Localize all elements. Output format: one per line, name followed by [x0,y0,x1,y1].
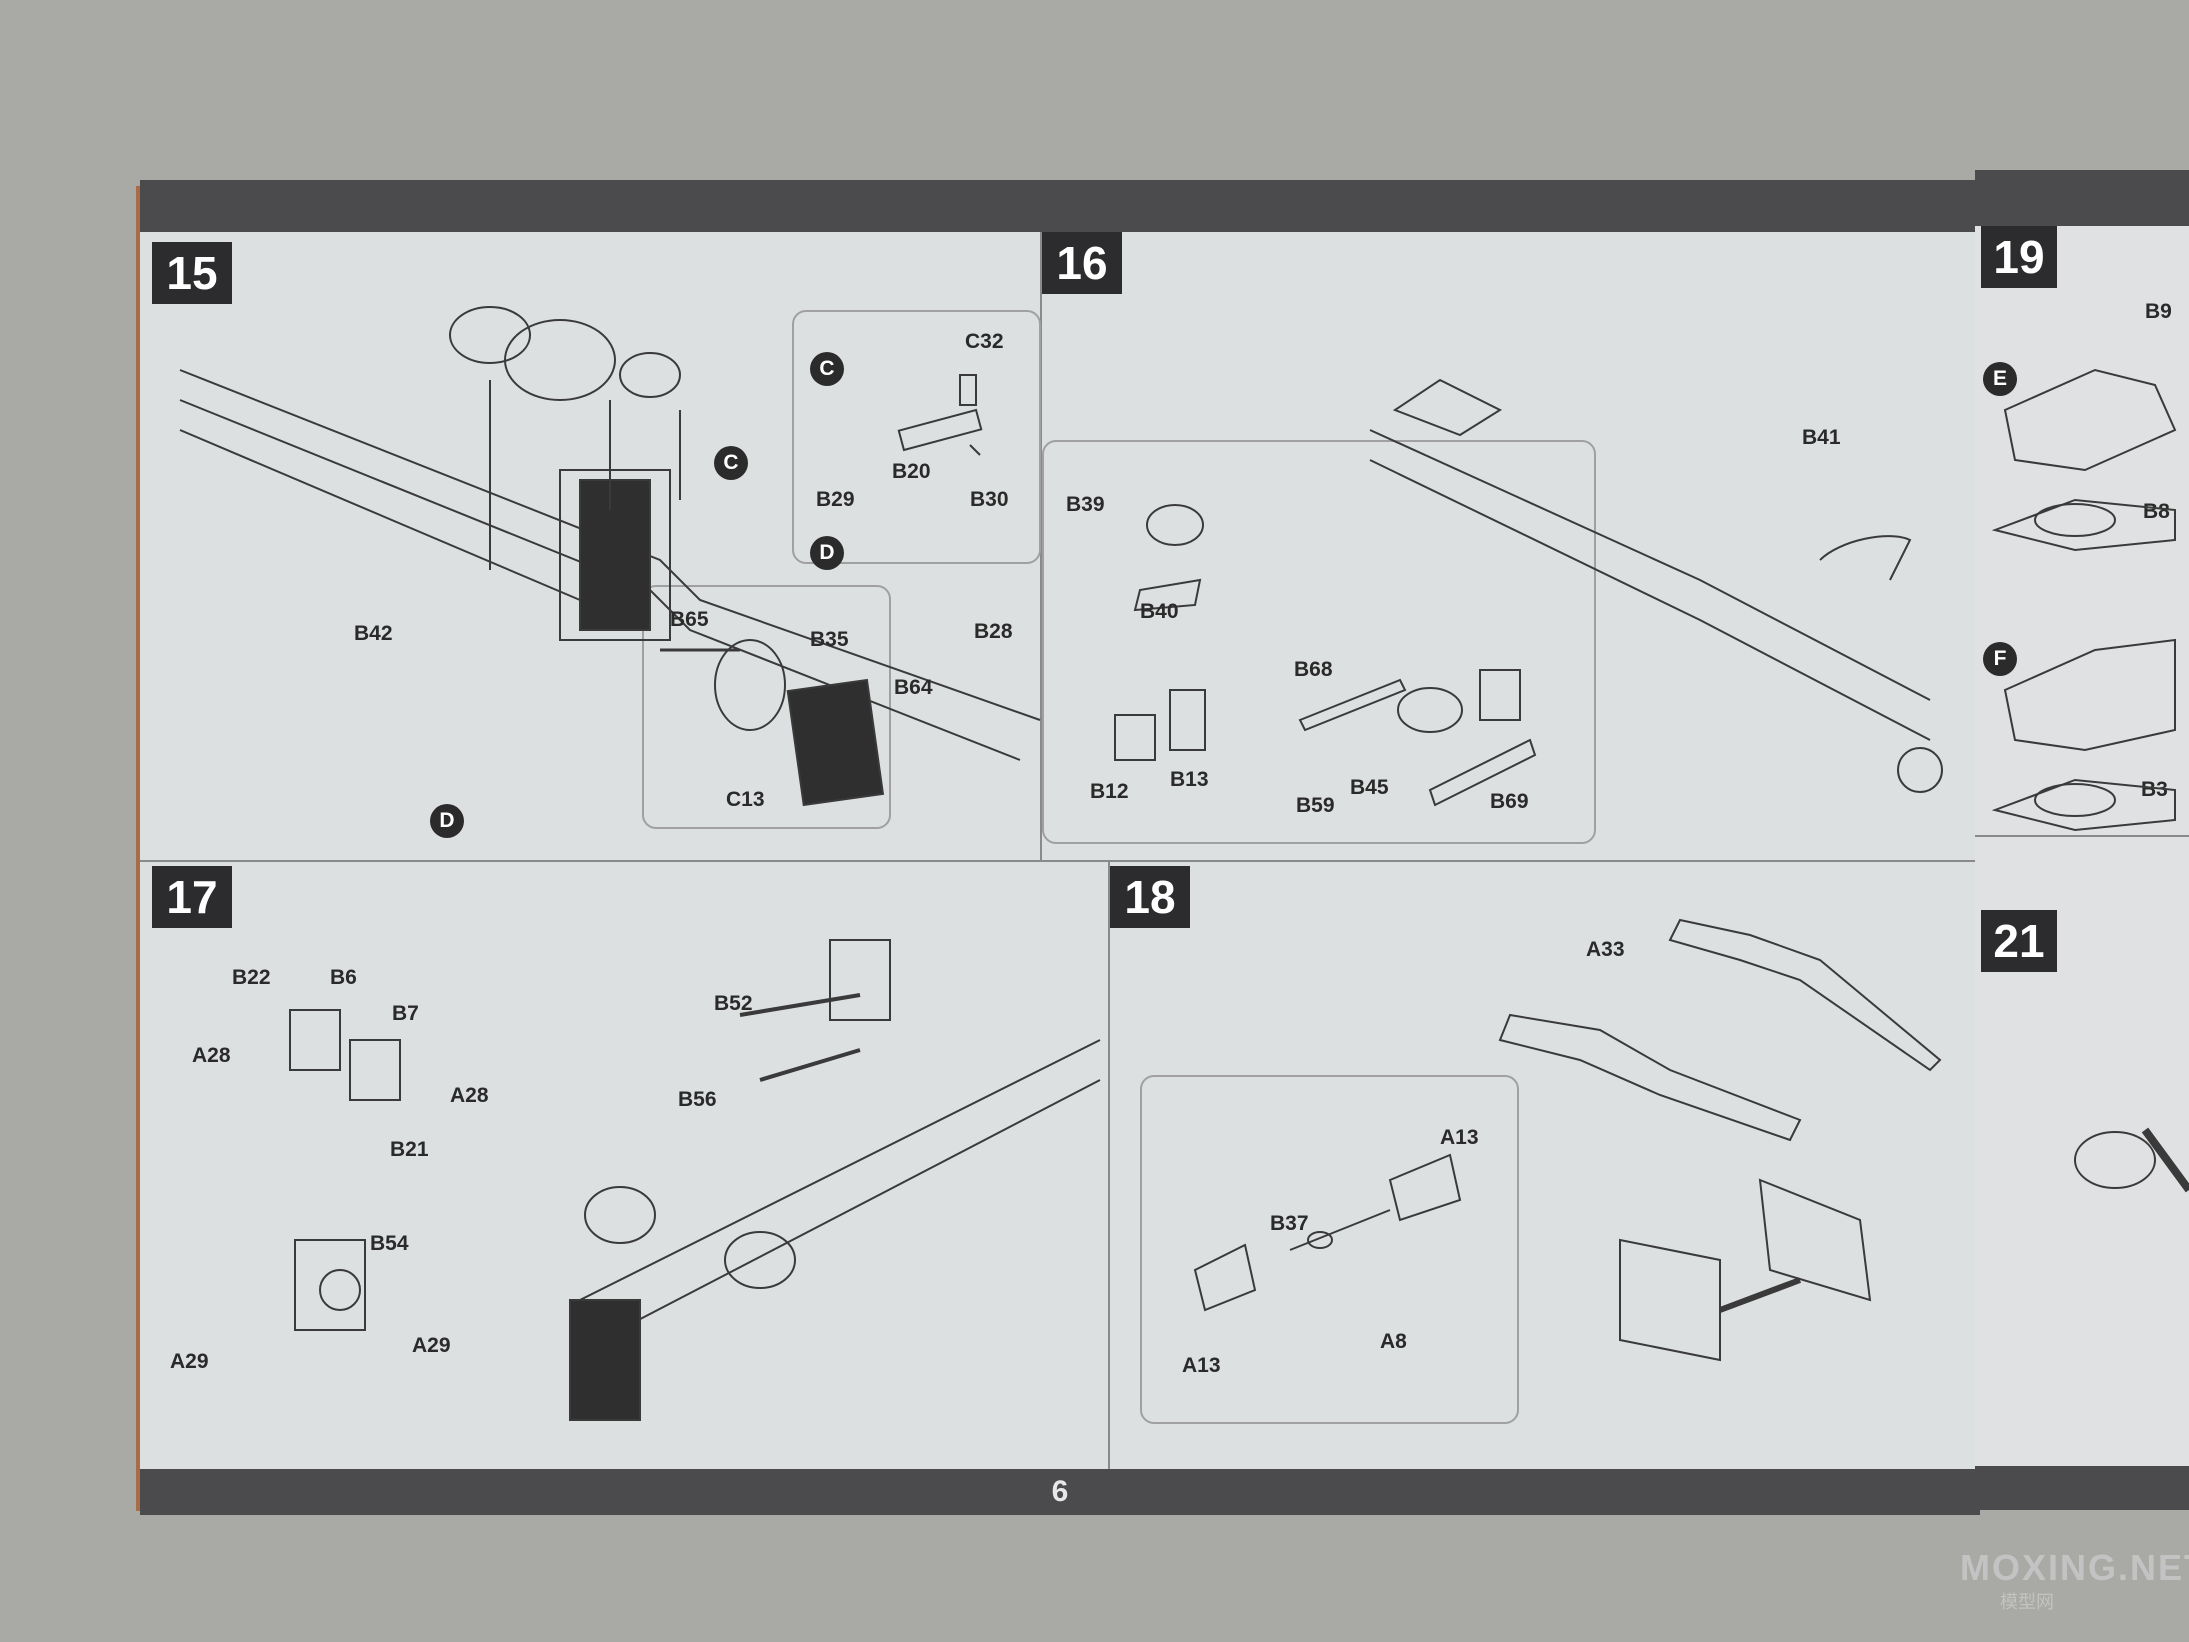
part-label: C13 [726,788,765,811]
assembly-drawings [179,306,1943,1421]
part-label: A28 [192,1044,231,1067]
step-19-callout-e-marker: E [1983,362,2017,396]
watermark-text: MOXING.NET [1960,1547,2189,1588]
part-label: B3 [2141,778,2168,801]
step-16-callout [1042,440,1596,844]
next-page: 19 21 E F B9 B8 B3 [1975,170,2189,1510]
instruction-page: 6 15 16 17 18 [140,180,1980,1515]
step-15-callout-c-marker: C [810,352,844,386]
next-page-drawings [1991,368,2189,1193]
part-label: B7 [392,1002,419,1025]
part-label: B65 [670,608,709,631]
step-18-callout [1140,1075,1519,1424]
part-label: B8 [2143,500,2170,523]
part-label: B68 [1294,658,1333,681]
part-label: A29 [412,1334,451,1357]
page-number: 6 [1051,1475,1069,1508]
next-page-divider [1975,835,2189,837]
watermark-subtext: 模型网 [2000,1592,2054,1612]
part-label: B21 [390,1138,429,1161]
next-page-top-band [1975,170,2189,226]
step-15-callout-d-marker: D [810,536,844,570]
step-15-number: 15 [152,242,232,304]
step-19-callout-f-marker: F [1983,642,2017,676]
part-label: A13 [1182,1354,1221,1377]
part-label: B20 [892,460,931,483]
part-label: B42 [354,622,393,645]
part-label: B45 [1350,776,1389,799]
part-label: B30 [970,488,1009,511]
step-17-number: 17 [152,866,232,928]
part-label: B12 [1090,780,1129,803]
part-label: C32 [965,330,1004,353]
part-label: B28 [974,620,1013,643]
part-label: B29 [816,488,855,511]
part-label: B39 [1066,493,1105,516]
part-label: B69 [1490,790,1529,813]
part-label: B40 [1140,600,1179,623]
next-page-bottom-band [1975,1466,2189,1510]
step-15-callout-c-marker-main: C [714,446,748,480]
part-label: B52 [714,992,753,1015]
part-label: B64 [894,676,933,699]
part-label: B54 [370,1232,409,1255]
part-label: B41 [1802,426,1841,449]
panel-divider-18 [1108,862,1110,1469]
step-15-callout-d [642,585,891,829]
step-15-callout-c [792,310,1041,564]
panel-divider-horizontal [140,860,1980,862]
step-18-number: 18 [1110,866,1190,928]
part-label: B59 [1296,794,1335,817]
part-label: B13 [1170,768,1209,791]
part-label: A13 [1440,1126,1479,1149]
part-label: B56 [678,1088,717,1111]
part-label: B22 [232,966,271,989]
panel-divider-16 [1040,232,1042,860]
part-label: A28 [450,1084,489,1107]
part-label: A29 [170,1350,209,1373]
step-16-number: 16 [1042,232,1122,294]
step-21-number: 21 [1981,910,2057,972]
part-label: B35 [810,628,849,651]
part-label: A33 [1586,938,1625,961]
top-band [140,180,1980,232]
bottom-band: 6 [140,1469,1980,1515]
part-label: B9 [2145,300,2172,323]
step-19-number: 19 [1981,226,2057,288]
step-15-callout-d-marker-main: D [430,804,464,838]
part-label: B37 [1270,1212,1309,1235]
part-label: B6 [330,966,357,989]
part-label: A8 [1380,1330,1407,1353]
